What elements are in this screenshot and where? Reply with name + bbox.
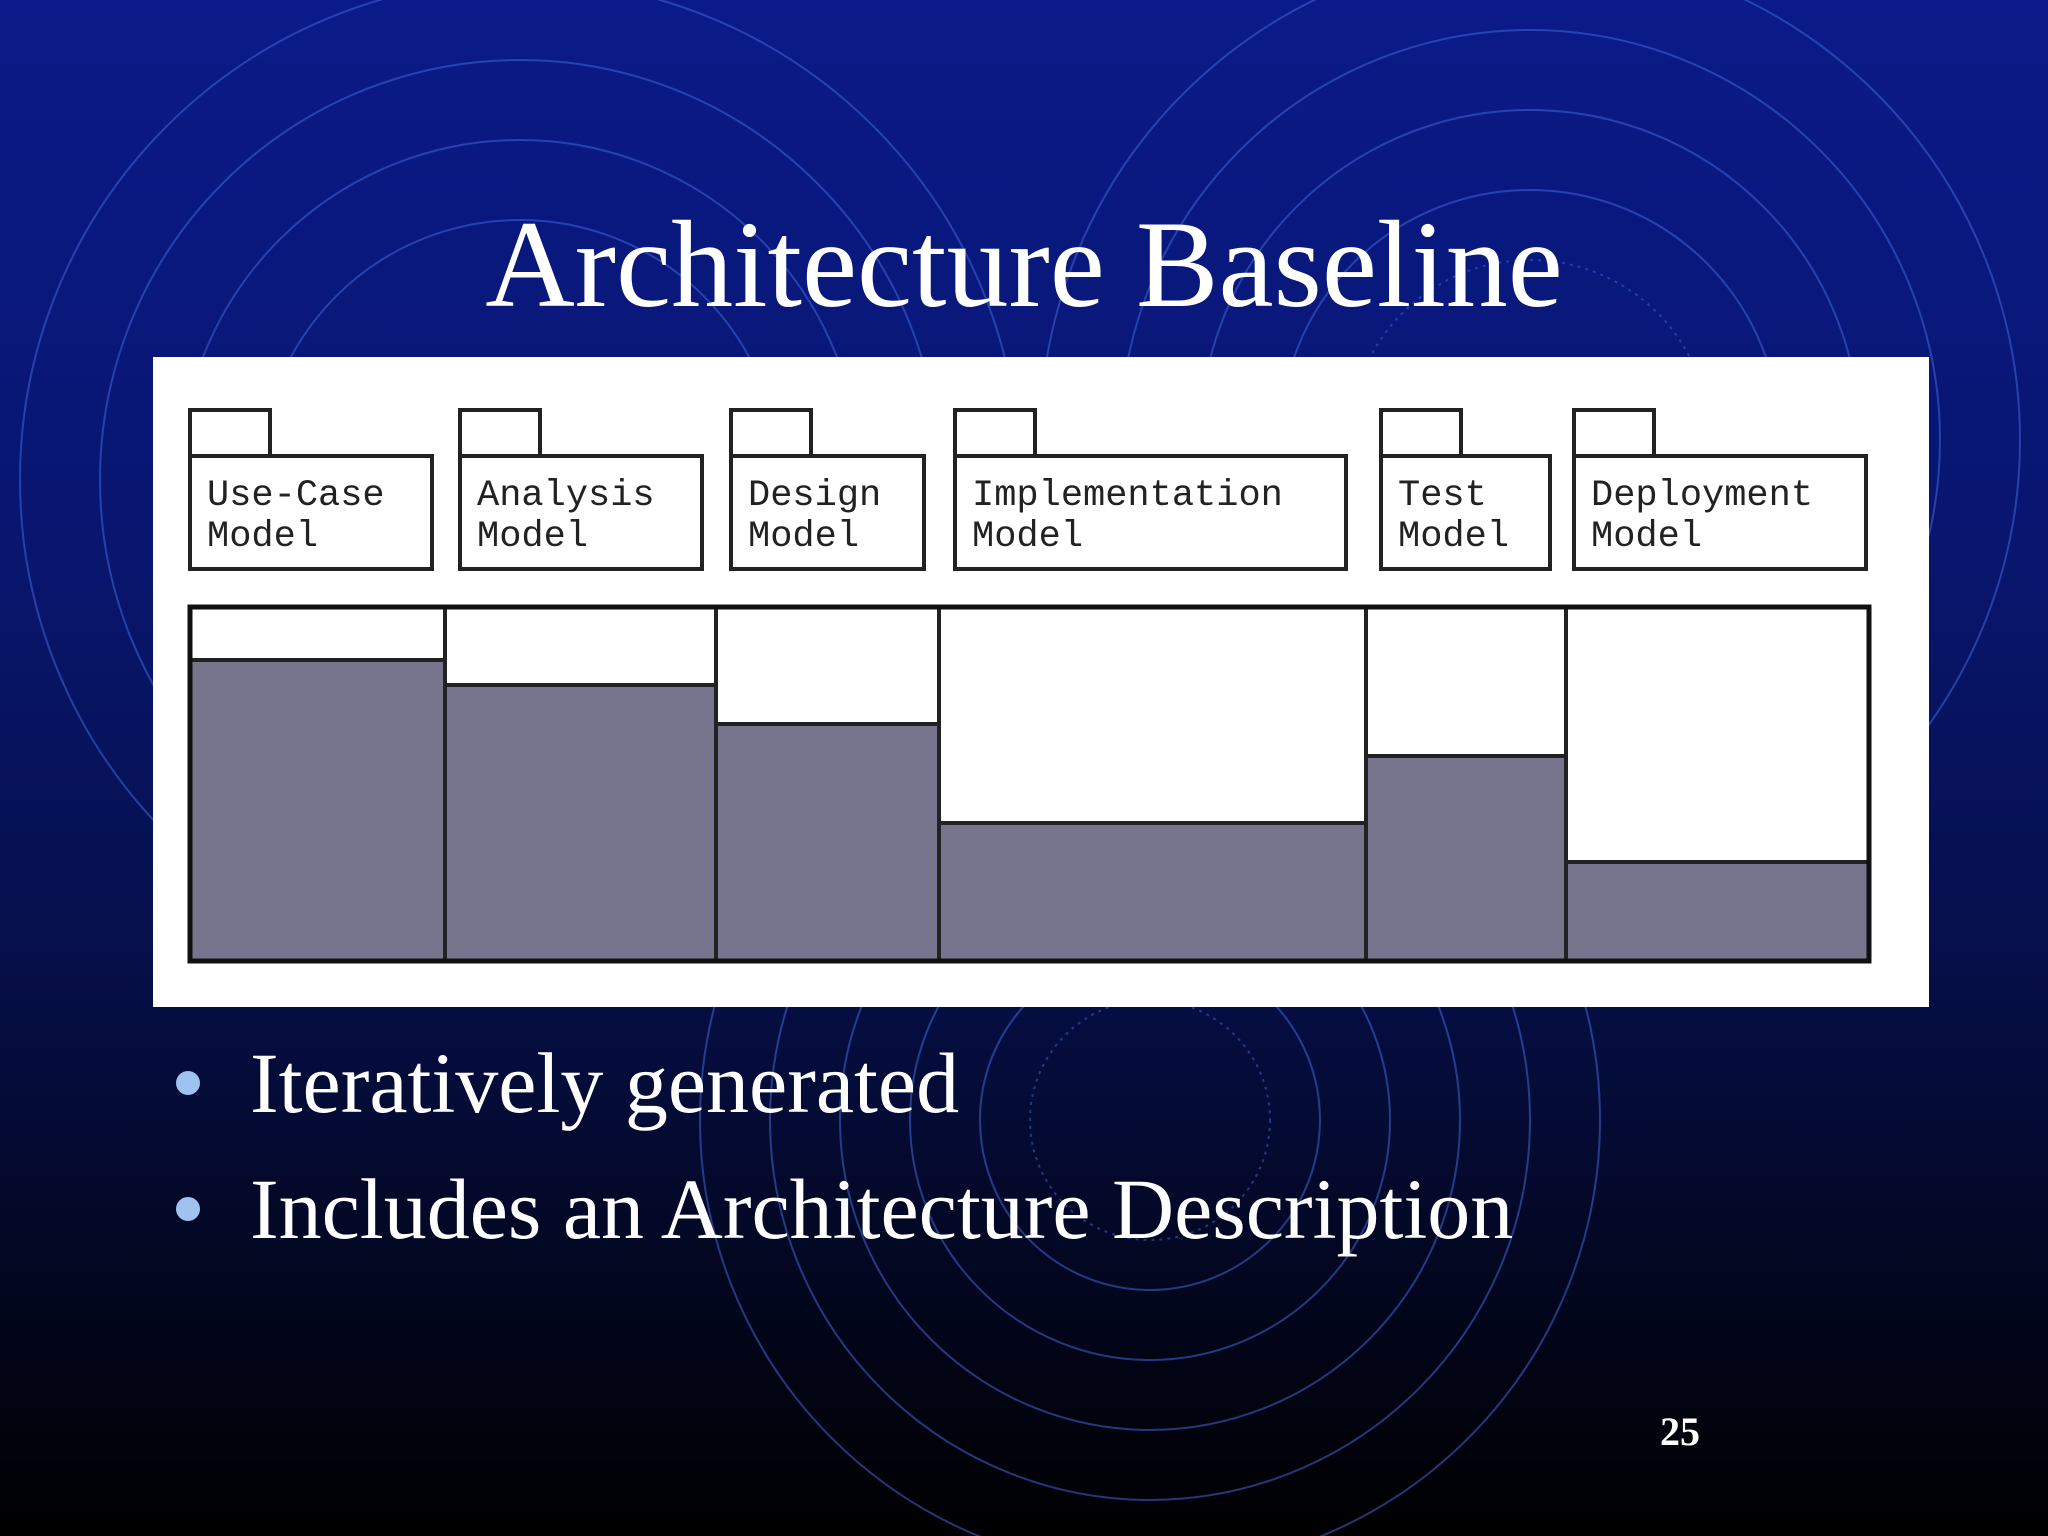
baseline-column-fill bbox=[714, 722, 941, 963]
package-body bbox=[188, 454, 434, 571]
package-label-line2: Model bbox=[1398, 516, 1509, 558]
package-body bbox=[953, 454, 1348, 571]
bullet-item: Iteratively generated bbox=[176, 1020, 1513, 1146]
baseline-column-fill bbox=[1564, 860, 1871, 963]
package-label-line2: Model bbox=[477, 516, 588, 558]
bullet-dot-icon bbox=[176, 1197, 200, 1221]
package-label-line1: Implementation bbox=[972, 475, 1283, 517]
package-tab bbox=[1572, 408, 1656, 458]
diagram-canvas: Use-CaseModelAnalysisModelDesignModelImp… bbox=[187, 408, 1872, 964]
baseline-column-empty bbox=[714, 605, 941, 726]
baseline-column-empty bbox=[1564, 605, 1871, 864]
package-label-line1: Test bbox=[1398, 475, 1487, 517]
baseline-column-fill bbox=[1364, 754, 1568, 963]
baseline-column-fill bbox=[443, 683, 718, 963]
package-label-line2: Model bbox=[748, 516, 859, 558]
slide-title: Architecture Baseline bbox=[485, 196, 1563, 333]
baseline-column-empty bbox=[188, 605, 447, 662]
package-tab bbox=[729, 408, 813, 458]
baseline-column-empty bbox=[937, 605, 1368, 825]
bullet-text: Iteratively generated bbox=[250, 1035, 960, 1131]
bullet-dot-icon bbox=[176, 1071, 200, 1095]
package-label-line1: Use-Case bbox=[207, 475, 385, 517]
package-tab bbox=[458, 408, 542, 458]
bullet-text: Includes an Architecture Description bbox=[250, 1161, 1514, 1257]
package-tab bbox=[1379, 408, 1463, 458]
baseline-column-fill bbox=[937, 821, 1368, 963]
bullet-list: Iteratively generated Includes an Archit… bbox=[176, 1020, 1513, 1272]
package-tab bbox=[953, 408, 1037, 458]
package-label-line1: Deployment bbox=[1591, 475, 1813, 517]
package-label-line2: Model bbox=[207, 516, 318, 558]
page-number: 25 bbox=[1660, 1409, 1700, 1454]
baseline-column-empty bbox=[1364, 605, 1568, 758]
package-label-line2: Model bbox=[972, 516, 1083, 558]
bullet-item: Includes an Architecture Description bbox=[176, 1146, 1513, 1272]
package-label-line1: Analysis bbox=[477, 475, 655, 517]
package-body bbox=[1379, 454, 1552, 571]
baseline-chart-frame bbox=[187, 604, 1872, 964]
package-body bbox=[729, 454, 926, 571]
package-tab bbox=[188, 408, 272, 458]
package-body bbox=[1572, 454, 1868, 571]
package-label-line1: Design bbox=[748, 475, 881, 517]
baseline-column-empty bbox=[443, 605, 718, 687]
package-label-line2: Model bbox=[1591, 516, 1702, 558]
package-body bbox=[458, 454, 704, 571]
baseline-column-fill bbox=[188, 658, 447, 963]
